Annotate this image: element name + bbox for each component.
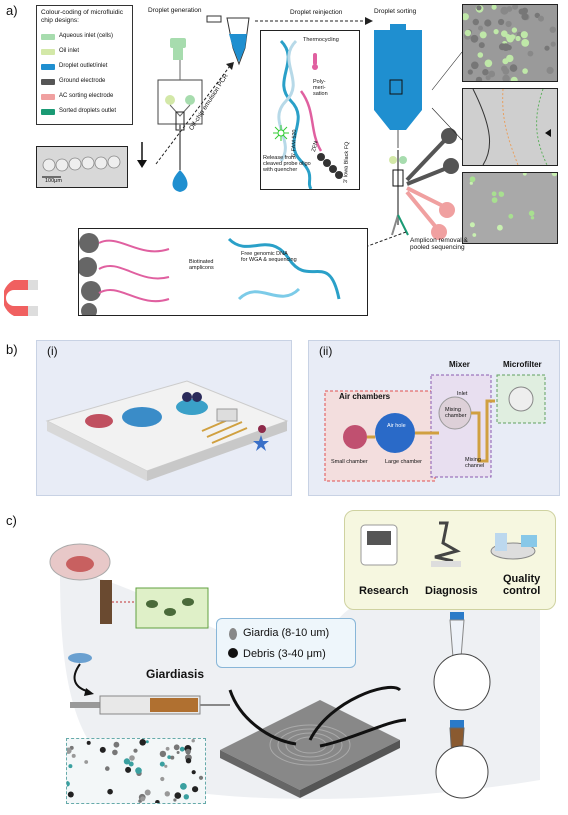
label-mixing-chamber: Mixing chamber	[445, 407, 467, 420]
legend-label: Sorted droplets outlet	[59, 108, 117, 115]
legend-title: Colour-coding of microfluidic chip desig…	[41, 9, 124, 25]
legend-item: Oil inlet	[41, 47, 79, 56]
legend-item: Droplet outlet/inlet	[41, 62, 107, 71]
sample-particles-inset	[64, 738, 206, 805]
panel-a-letter: a)	[6, 3, 18, 18]
microscopy-channel-mid	[462, 88, 558, 166]
panel-c-letter: c)	[6, 513, 17, 528]
app-quality-label: Quality control	[503, 573, 541, 598]
legend-swatch	[41, 93, 55, 100]
label-release: Release from cleaved probe oligo with qu…	[263, 155, 311, 174]
reinjection-arrow	[255, 17, 373, 25]
legend-swatch	[41, 33, 55, 40]
label-droplet-generation: Droplet generation	[148, 7, 202, 14]
probe-cleavage-box: Thermocycling Poly- meri- sation 5' FAM …	[260, 30, 360, 190]
mouse-sample-illustration	[49, 543, 209, 629]
down-arrow-icon	[137, 142, 147, 168]
label-air-chambers: Air chambers	[339, 392, 391, 401]
label-microfilter: Microfilter	[503, 360, 542, 369]
droplet-microscopy-image: 100μm	[36, 146, 128, 188]
color-legend: Colour-coding of microfluidic chip desig…	[36, 5, 133, 125]
app-diagnosis-label: Diagnosis	[425, 585, 478, 597]
app-research-label: Research	[359, 585, 409, 597]
amplicon-capture-box: Biotinated amplicons Free genomic DNA fo…	[78, 228, 368, 316]
microscopy-droplets-top	[461, 3, 558, 84]
microscopy-sorted-bottom	[462, 170, 558, 244]
offchip-arrow	[155, 62, 234, 165]
legend-swatch	[41, 108, 55, 115]
legend-label: Oil inlet	[59, 48, 80, 55]
particle-legend: Giardia (8-10 um) Debris (3-40 μm)	[216, 618, 356, 668]
label-sub-i: (i)	[47, 344, 58, 358]
label-large-chamber: Large chamber	[385, 459, 422, 465]
label-biotinated: Biotinated amplicons	[189, 259, 214, 272]
label-free-dna: Free genomic DNA for WGA & sequencing	[241, 251, 297, 264]
label-polymerisation: Poly- meri- sation	[313, 79, 328, 98]
label-debris: Debris (3-40 μm)	[243, 648, 326, 660]
label-giardia: Giardia (8-10 um)	[243, 627, 330, 639]
label-inlet: Inlet	[457, 391, 468, 397]
legend-swatch	[41, 48, 55, 55]
droplet-sorting-chip	[374, 24, 422, 236]
label-air-hole: Air hole	[387, 423, 406, 429]
legend-label: Droplet outlet/inlet	[59, 63, 108, 70]
label-droplet-reinjection: Droplet reinjection	[290, 9, 343, 16]
label-mixer: Mixer	[449, 360, 470, 369]
dna-helix-illustration	[273, 39, 343, 189]
label-giardiasis: Giardiasis	[146, 667, 205, 681]
label-small-chamber: Small chamber	[331, 459, 368, 465]
legend-swatch	[41, 63, 55, 70]
legend-item: Aqueous inlet (cells)	[41, 32, 113, 41]
zoom-connector-lines	[431, 51, 463, 141]
label-thermocycling: Thermocycling	[303, 37, 339, 43]
spiral-chip-plate	[220, 685, 407, 798]
legend-item: Ground electrode	[41, 77, 105, 86]
label-droplet-sorting: Droplet sorting	[374, 8, 417, 15]
panel-b-ii: (ii) Air chambers Mixer Microfilter Inle…	[308, 340, 560, 496]
bead-dna-illustration	[79, 233, 341, 315]
particle-legend-icons	[228, 628, 238, 658]
chip-3d-render	[45, 380, 289, 481]
panel-b-i: (i)	[36, 340, 292, 496]
application-icons	[360, 521, 537, 567]
label-sub-ii: (ii)	[319, 344, 333, 358]
output-tubes	[433, 612, 491, 799]
legend-swatch	[41, 78, 55, 85]
legend-label: Aqueous inlet (cells)	[59, 33, 114, 40]
legend-item: Sorted droplets outlet	[41, 107, 116, 116]
sorting-electrodes	[405, 128, 459, 240]
panel-b-letter: b)	[6, 342, 18, 357]
legend-item: AC sorting electrode	[41, 92, 113, 101]
legend-label: Ground electrode	[59, 78, 106, 85]
pcr-tube-icon	[206, 15, 250, 66]
filter-arrow-icon	[68, 653, 94, 696]
label-fam: 5' FAM 520	[291, 129, 298, 158]
applications-box: Research Diagnosis Quality control	[344, 510, 556, 610]
label-amplicon-removal: Amplicon removal & pooled sequencing	[410, 237, 468, 252]
legend-label: AC sorting electrode	[59, 93, 114, 100]
scale-100um: 100μm	[45, 178, 62, 184]
magnet-icon	[4, 280, 38, 316]
label-mixing-channel: Mixing channel	[465, 457, 485, 470]
droplet-generation-chip	[157, 38, 203, 192]
syringe-icon	[70, 695, 230, 715]
chip-schematic	[324, 374, 546, 482]
